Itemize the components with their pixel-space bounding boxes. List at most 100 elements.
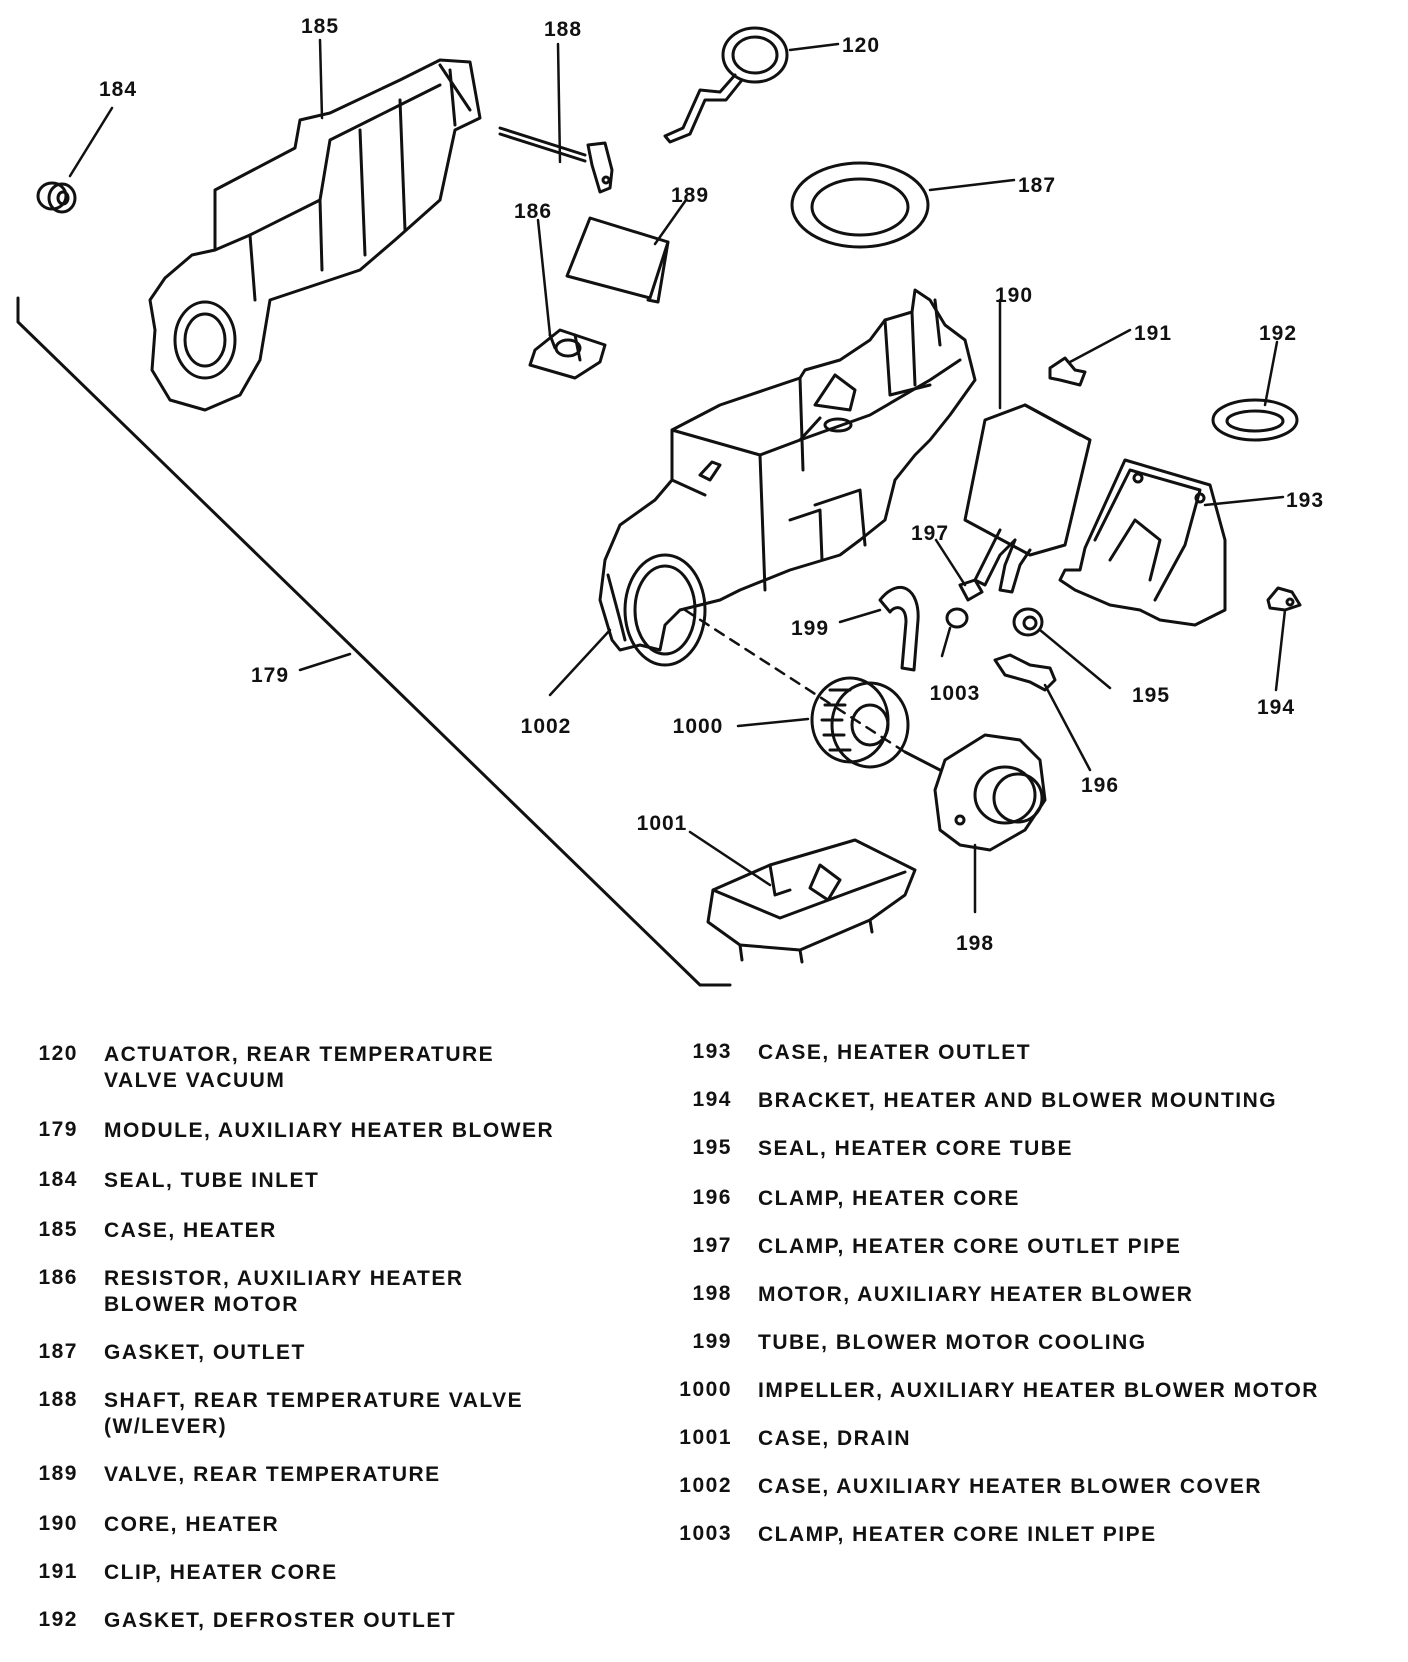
part-number: 192: [38, 1608, 78, 1631]
callout-1001: 1001: [637, 812, 688, 835]
legend-item: 187 GASKET, OUTLET: [28, 1340, 306, 1366]
callout-187: 187: [1018, 174, 1056, 197]
part-187-gasket: [790, 161, 930, 249]
part-description: CLIP, HEATER CORE: [104, 1561, 338, 1584]
part-1000-impeller: [810, 676, 910, 769]
part-description: CLAMP, HEATER CORE INLET PIPE: [758, 1523, 1157, 1546]
callout-120: 120: [842, 34, 880, 57]
callout-184: 184: [99, 78, 137, 101]
callout-194: 194: [1257, 696, 1295, 719]
legend-item: 1003 CLAMP, HEATER CORE INLET PIPE: [660, 1522, 1157, 1548]
part-number: 196: [692, 1186, 732, 1209]
part-192-gasket: [1211, 398, 1299, 442]
part-191-clip: [1048, 356, 1087, 387]
part-184-seal: [36, 181, 77, 214]
callout-1002: 1002: [521, 715, 572, 738]
callout-188: 188: [544, 18, 582, 41]
callout-191: 191: [1134, 322, 1172, 345]
part-number: 189: [38, 1462, 78, 1485]
part-description: GASKET, OUTLET: [104, 1341, 306, 1364]
legend-item: 196 CLAMP, HEATER CORE: [660, 1186, 1020, 1212]
legend-item: 193 CASE, HEATER OUTLET: [660, 1040, 1031, 1066]
part-198-motor: [903, 733, 1047, 852]
part-196-clamp: [993, 653, 1057, 692]
part-number: 1001: [679, 1426, 732, 1449]
part-number: 194: [692, 1088, 732, 1111]
part-number: 188: [38, 1388, 78, 1411]
callout-196: 196: [1081, 774, 1119, 797]
part-description: SEAL, HEATER CORE TUBE: [758, 1137, 1073, 1160]
exploded-parts-diagram: 184 185 188 120 187 189 186 190 191 192 …: [16, 15, 1324, 987]
part-188-shaft: [498, 126, 614, 194]
part-number: 1000: [679, 1378, 732, 1401]
part-number: 1003: [679, 1522, 732, 1545]
callout-179: 179: [251, 664, 289, 687]
legend-item: 185 CASE, HEATER: [28, 1218, 277, 1244]
part-179-module: [598, 288, 977, 667]
legend-item: 1001 CASE, DRAIN: [660, 1426, 911, 1452]
part-description: VALVE, REAR TEMPERATURE: [104, 1463, 441, 1486]
part-190-core: [963, 403, 1092, 594]
part-description: CORE, HEATER: [104, 1513, 280, 1536]
part-number: 197: [692, 1234, 732, 1257]
part-description: SHAFT, REAR TEMPERATURE VALVE (W/LEVER): [104, 1389, 524, 1438]
callout-195: 195: [1132, 684, 1170, 707]
part-number: 184: [38, 1168, 78, 1191]
legend-item: 184 SEAL, TUBE INLET: [28, 1168, 319, 1194]
part-description: TUBE, BLOWER MOTOR COOLING: [758, 1331, 1147, 1354]
legend-item: 190 CORE, HEATER: [28, 1512, 279, 1538]
part-number: 186: [38, 1266, 78, 1289]
callout-185: 185: [301, 15, 339, 38]
callout-193: 193: [1286, 489, 1324, 512]
callout-198: 198: [956, 932, 994, 955]
part-number: 193: [692, 1040, 732, 1063]
part-number: 199: [692, 1330, 732, 1353]
part-193-outlet-case: [1058, 458, 1227, 627]
part-197-clamp: [958, 578, 984, 602]
part-199-tube: [878, 586, 920, 672]
legend-item: 189 VALVE, REAR TEMPERATURE: [28, 1462, 441, 1488]
module-outline: [16, 296, 732, 987]
callout-186: 186: [514, 200, 552, 223]
part-description: CLAMP, HEATER CORE OUTLET PIPE: [758, 1235, 1182, 1258]
part-1003-clamp: [945, 607, 969, 629]
part-description: CASE, HEATER OUTLET: [758, 1041, 1032, 1064]
part-number: 120: [38, 1042, 78, 1065]
legend-item: 199 TUBE, BLOWER MOTOR COOLING: [660, 1330, 1147, 1356]
legend-item: 188 SHAFT, REAR TEMPERATURE VALVE (W/LEVE…: [28, 1388, 523, 1440]
callout-190: 190: [995, 284, 1033, 307]
part-description: CASE, HEATER: [104, 1219, 277, 1242]
callout-1000: 1000: [673, 715, 724, 738]
part-195-seal: [1012, 607, 1044, 637]
part-number: 191: [38, 1560, 78, 1583]
part-description: CASE, DRAIN: [758, 1427, 912, 1450]
part-185-heater-case: [148, 58, 482, 412]
part-number: 195: [692, 1136, 732, 1159]
part-description: SEAL, TUBE INLET: [104, 1169, 320, 1192]
part-description: CLAMP, HEATER CORE: [758, 1187, 1020, 1210]
callout-1003: 1003: [930, 682, 981, 705]
callout-189: 189: [671, 184, 709, 207]
part-186-resistor: [528, 328, 607, 380]
part-number: 190: [38, 1512, 78, 1535]
part-194-bracket: [1266, 586, 1302, 612]
part-189-valve: [565, 216, 670, 304]
leader-lines: [68, 38, 1287, 914]
part-number: 179: [38, 1118, 78, 1141]
legend-item: 191 CLIP, HEATER CORE: [28, 1560, 338, 1586]
part-number: 185: [38, 1218, 78, 1241]
part-number: 187: [38, 1340, 78, 1363]
part-1001-drain: [706, 838, 917, 964]
legend-item: 195 SEAL, HEATER CORE TUBE: [660, 1136, 1073, 1162]
part-description: CASE, AUXILIARY HEATER BLOWER COVER: [758, 1475, 1263, 1498]
callout-199: 199: [791, 617, 829, 640]
